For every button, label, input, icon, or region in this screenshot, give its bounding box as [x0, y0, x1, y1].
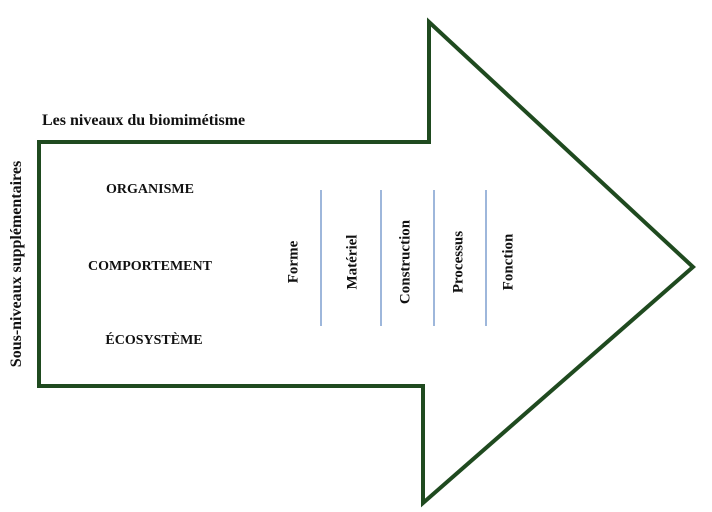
arrow-shape — [37, 17, 696, 508]
level-ecosysteme: ÉCOSYSTÈME — [105, 333, 203, 348]
dimension-construction: Construction — [397, 219, 414, 305]
dimension-forme: Forme — [285, 240, 302, 284]
dimension-processus: Processus — [450, 230, 467, 294]
diagram-title: Les niveaux du biomimétisme — [42, 112, 246, 129]
dimension-materiel: Matériel — [344, 234, 361, 290]
level-comportement: COMPORTEMENT — [88, 259, 212, 274]
side-label: Sous-niveaux supplémentaires — [8, 160, 25, 368]
level-organisme: ORGANISME — [106, 182, 194, 197]
dimension-fonction: Fonction — [500, 233, 517, 291]
